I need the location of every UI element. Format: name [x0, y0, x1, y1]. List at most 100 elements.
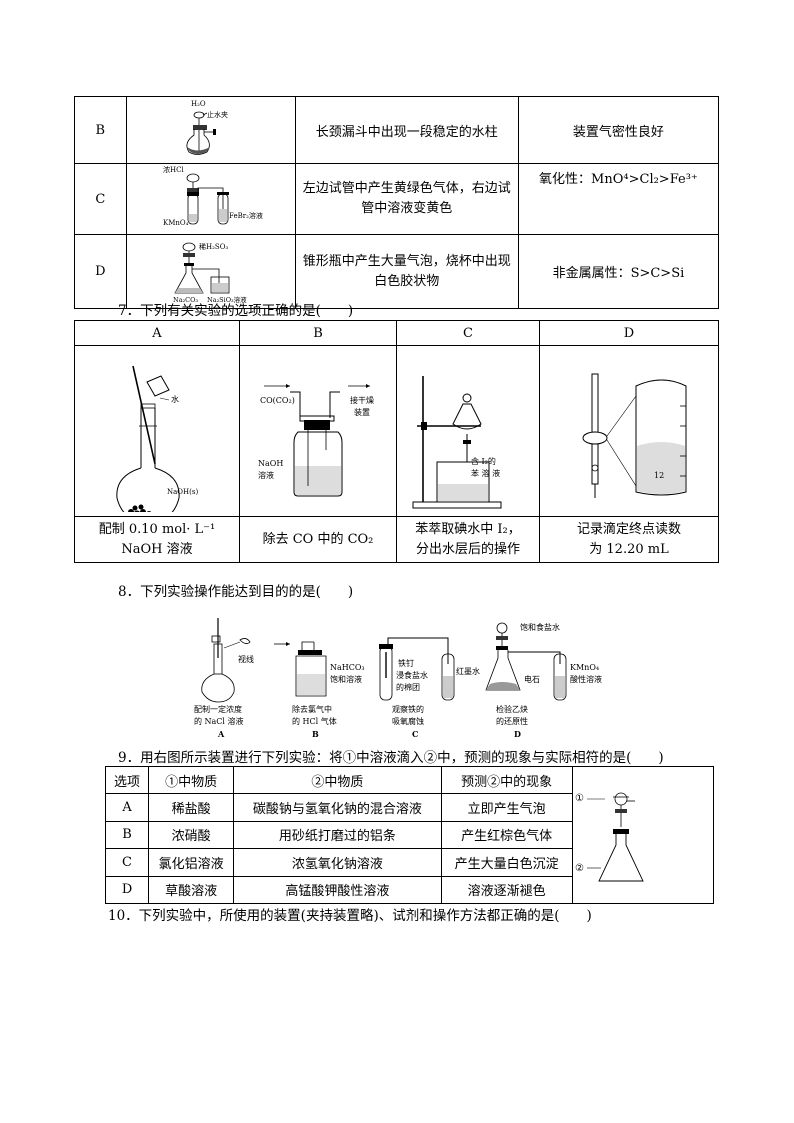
figure-cell: 浓HCl KMnO₄ FeBr₂溶液 [125, 163, 296, 235]
column-header: B [239, 320, 397, 346]
figure-label: 酸性溶液 [570, 674, 602, 684]
column-header: C [396, 320, 540, 346]
figure-label: NaHCO₃ [330, 663, 365, 672]
table-cell: 产生红棕色气体 [440, 820, 573, 850]
column-header: A [74, 320, 240, 346]
figure-label: CO(CO₂) [260, 396, 295, 405]
table-cell: 碳酸钠与氢氧化钠的混合溶液 [233, 793, 442, 822]
phenomenon-cell: 长颈漏斗中出现一段稳定的水柱 [294, 96, 519, 164]
table-row: B 浓硝酸 用砂纸打磨过的铝条 产生红棕色气体 [104, 820, 714, 850]
figure-cell: H₂O 止水夹 [125, 96, 296, 164]
figure-label: 接干燥 [350, 395, 374, 405]
column-header: 选项 [104, 765, 150, 795]
column-header: D [539, 320, 719, 346]
question-8: 8．下列实验操作能达到目的的是( ) [118, 584, 354, 600]
figure-letter: C [412, 729, 418, 739]
option-cell: A [104, 793, 150, 822]
figure-caption: 吸氧腐蚀 [392, 716, 424, 726]
figure-label: 含 I₂的 [471, 456, 496, 466]
figure-caption: 的 HCl 气体 [292, 716, 337, 726]
option-cell: D [104, 875, 150, 905]
figure-label: 电石 [524, 674, 540, 684]
figure-letter: B [312, 729, 319, 739]
figure-cell: 水 NaOH(s) [74, 345, 240, 523]
figure-label: ① [575, 793, 584, 804]
figure-label: NaOH(s) [167, 488, 198, 496]
table-cell: 浓氢氧化钠溶液 [233, 848, 442, 877]
table-header-row: 选项 ①中物质 ②中物质 预测②中的现象 ① ② [104, 765, 715, 904]
table-row: A 稀盐酸 碳酸钠与氢氧化钠的混合溶液 立即产生气泡 [104, 793, 714, 822]
figure-label: KMnO₄ [570, 663, 599, 672]
table-row: D 稀H₂SO₃ Na₂CO₃ Na₂SiO₃溶液 锥形瓶中产生大量气泡，烧杯中… [74, 234, 720, 309]
figure-label: 12 [654, 471, 664, 480]
burette-reading-figure: 12 [582, 373, 687, 498]
phenomenon-cell: 左边试管中产生黄绿色气体，右边试管中溶液变黄色 [294, 163, 519, 235]
option-cell: C [104, 848, 150, 877]
figure-label: 饱和食盐水 [520, 622, 560, 632]
figure-label: Na₂CO₃ [173, 296, 198, 304]
dropping-funnel-flask-figure: ① ② [575, 792, 644, 882]
option-cell: D [74, 234, 127, 309]
figure-label: Na₂SiO₃溶液 [207, 295, 247, 304]
table-cell: 稀盐酸 [148, 793, 235, 822]
figure-cell: 含 I₂的 苯 溶 液 [396, 345, 540, 517]
figure-label: 的棉团 [396, 682, 420, 692]
question-7-table: A B C D 水 NaOH(s) CO(CO [74, 320, 719, 563]
figure-label: 苯 溶 液 [471, 468, 500, 478]
figure-label: 铁钉 [398, 658, 414, 668]
figure-label: 水 [171, 394, 179, 404]
table-cell: 溶液逐渐褪色 [440, 875, 573, 905]
figure-label: 止水夹 [207, 110, 228, 119]
figure-label: 溶液 [258, 470, 274, 480]
question-9: 9．用右图所示装置进行下列实验：将①中溶液滴入②中，预测的现象与实际相符的是( … [118, 750, 664, 766]
question-7: 7．下列有关实验的选项正确的是( ) [118, 303, 354, 319]
conclusion-cell: 氧化性：MnO⁴>Cl₂>Fe³⁺ [517, 163, 720, 235]
table-cell: 高锰酸钾酸性溶液 [233, 875, 442, 905]
figure-label: 浓HCl [163, 165, 184, 174]
table-cell: 草酸溶液 [148, 875, 235, 905]
table-header-row: A B C D [74, 320, 719, 346]
figure-c: 铁钉 浸食盐水 的棉团 红墨水 观察铁的 吸氧腐蚀 C [379, 637, 480, 739]
chlorine-generation-figure: 浓HCl KMnO₄ FeBr₂溶液 [163, 165, 263, 227]
column-header: ①中物质 [148, 765, 235, 795]
experiment-table-top: B H₂O 止水夹 长颈漏斗中出现一段稳定的水柱 装置气密性良好 C 浓HCl [74, 96, 720, 309]
figure-d: 饱和食盐水 电石 KMnO₄ 酸性溶液 检验乙炔 的还原性 D [485, 622, 602, 739]
table-cell: 浓硝酸 [148, 820, 235, 850]
figure-caption: 观察铁的 [392, 704, 424, 714]
figure-cell: 12 [539, 345, 719, 517]
figure-cell: 稀H₂SO₃ Na₂CO₃ Na₂SiO₃溶液 [125, 234, 296, 309]
table-cell: 用砂纸打磨过的铝条 [233, 820, 442, 850]
figure-caption: 除去氯气中 [292, 704, 332, 714]
table-cell: 产生大量白色沉淀 [440, 848, 573, 877]
caption-cell: 除去 CO 中的 CO₂ [239, 516, 397, 563]
figure-caption: 配制一定浓度 [194, 704, 242, 714]
acid-strength-apparatus-figure: 稀H₂SO₃ Na₂CO₃ Na₂SiO₃溶液 [173, 242, 247, 304]
airtight-check-apparatus-figure: H₂O 止水夹 [186, 100, 228, 155]
figure-label: KMnO₄ [163, 219, 189, 227]
figure-label: 视线 [238, 654, 254, 664]
volumetric-flask-figure: 水 NaOH(s) [116, 365, 198, 523]
figure-label: H₂O [191, 100, 206, 108]
question-10: 10．下列实验中，所使用的装置(夹持装置略)、试剂和操作方法都正确的是( ) [108, 908, 592, 924]
caption-cell: 苯萃取碘水中 I₂，分出水层后的操作 [396, 516, 540, 563]
figure-label: 浸食盐水 [396, 670, 428, 680]
table-cell: 立即产生气泡 [440, 793, 573, 822]
column-header: ②中物质 [233, 765, 442, 795]
caption-cell: 记录滴定终点读数为 12.20 mL [539, 516, 719, 563]
table-row: C 浓HCl KMnO₄ FeBr₂溶液 左边试管中产生黄绿色气体，右边试管中溶… [74, 163, 720, 235]
phenomenon-cell: 锥形瓶中产生大量气泡，烧杯中出现白色胶状物 [294, 234, 519, 309]
table-row: B H₂O 止水夹 长颈漏斗中出现一段稳定的水柱 装置气密性良好 [74, 96, 720, 164]
figure-caption: 的 NaCl 溶液 [194, 716, 244, 726]
figure-letter: A [217, 729, 225, 739]
figure-b: NaHCO₃ 饱和溶液 除去氯气中 的 HCl 气体 B [274, 641, 365, 739]
figure-letter: D [514, 729, 521, 739]
figure-label: NaOH [258, 459, 283, 468]
option-cell: C [74, 163, 127, 235]
figure-label: 装置 [354, 407, 370, 417]
figure-caption: 检验乙炔 [496, 704, 528, 714]
conclusion-cell: 非金属属性：S>C>Si [517, 234, 720, 309]
table-row: C 氯化铝溶液 浓氢氧化钠溶液 产生大量白色沉淀 [104, 848, 714, 877]
option-cell: B [74, 96, 127, 164]
